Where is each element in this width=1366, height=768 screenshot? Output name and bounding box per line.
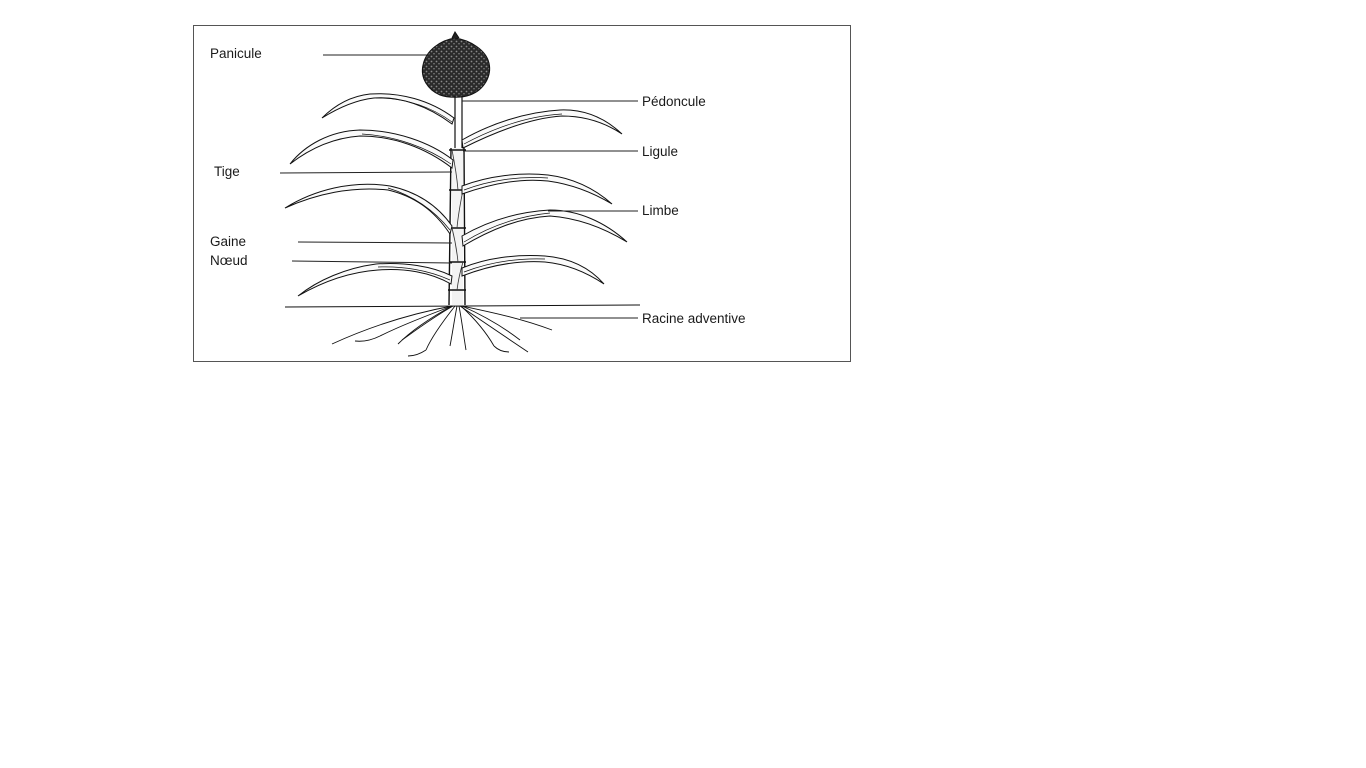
label-ligule: Ligule	[642, 144, 679, 159]
adventive-roots	[331, 305, 553, 357]
label-panicule: Panicule	[210, 46, 262, 61]
label-gaine: Gaine	[210, 234, 247, 249]
label-pedoncule: Pédoncule	[642, 94, 706, 109]
label-racine-adventive: Racine adventive	[642, 311, 746, 326]
label-limbe: Limbe	[642, 203, 679, 218]
panicle-tip	[451, 31, 460, 39]
label-tige: Tige	[214, 164, 240, 179]
leader-lines	[279, 54, 638, 319]
peduncle	[454, 96, 463, 148]
label-noeud: Nœud	[210, 253, 248, 268]
panicle-head	[421, 37, 491, 98]
leaves	[284, 93, 628, 297]
